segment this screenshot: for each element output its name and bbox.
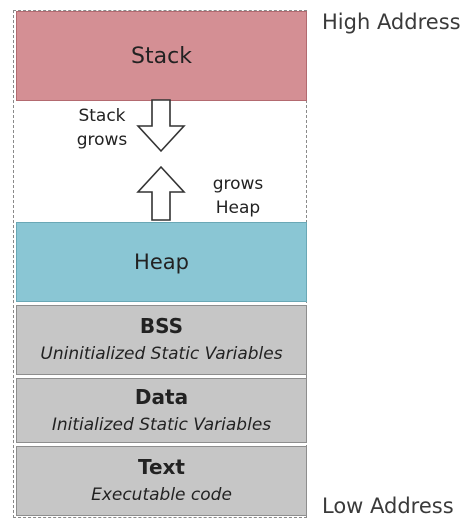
heap-grows-line-2: Heap xyxy=(215,198,261,218)
stack-segment: Stack xyxy=(16,11,307,101)
arrow-down-icon xyxy=(136,99,186,153)
data-segment: Data Initialized Static Variables xyxy=(16,378,307,443)
bss-segment-title: BSS xyxy=(139,314,184,338)
heap-segment: Heap xyxy=(16,222,307,302)
bss-segment: BSS Uninitialized Static Variables xyxy=(16,305,307,375)
text-segment-title: Text xyxy=(137,455,185,479)
bss-segment-description: Uninitialized Static Variables xyxy=(40,344,283,364)
text-segment-description: Executable code xyxy=(91,485,232,505)
data-segment-title: Data xyxy=(134,384,189,409)
heap-segment-label: Heap xyxy=(134,250,189,274)
stack-grows-line-1: Stack xyxy=(78,106,126,126)
stack-grows-line-2: grows xyxy=(76,130,128,150)
arrow-up-icon xyxy=(136,165,186,221)
heap-grows-note: grows Heap xyxy=(196,172,280,220)
data-segment-description: Initialized Static Variables xyxy=(51,414,272,435)
stack-segment-label: Stack xyxy=(131,43,192,69)
text-segment: Text Executable code xyxy=(16,446,307,516)
high-address-label: High Address xyxy=(322,10,461,34)
heap-grows-line-1: grows xyxy=(212,174,264,194)
low-address-label: Low Address xyxy=(322,494,454,518)
stack-grows-note: Stack grows xyxy=(64,104,140,152)
